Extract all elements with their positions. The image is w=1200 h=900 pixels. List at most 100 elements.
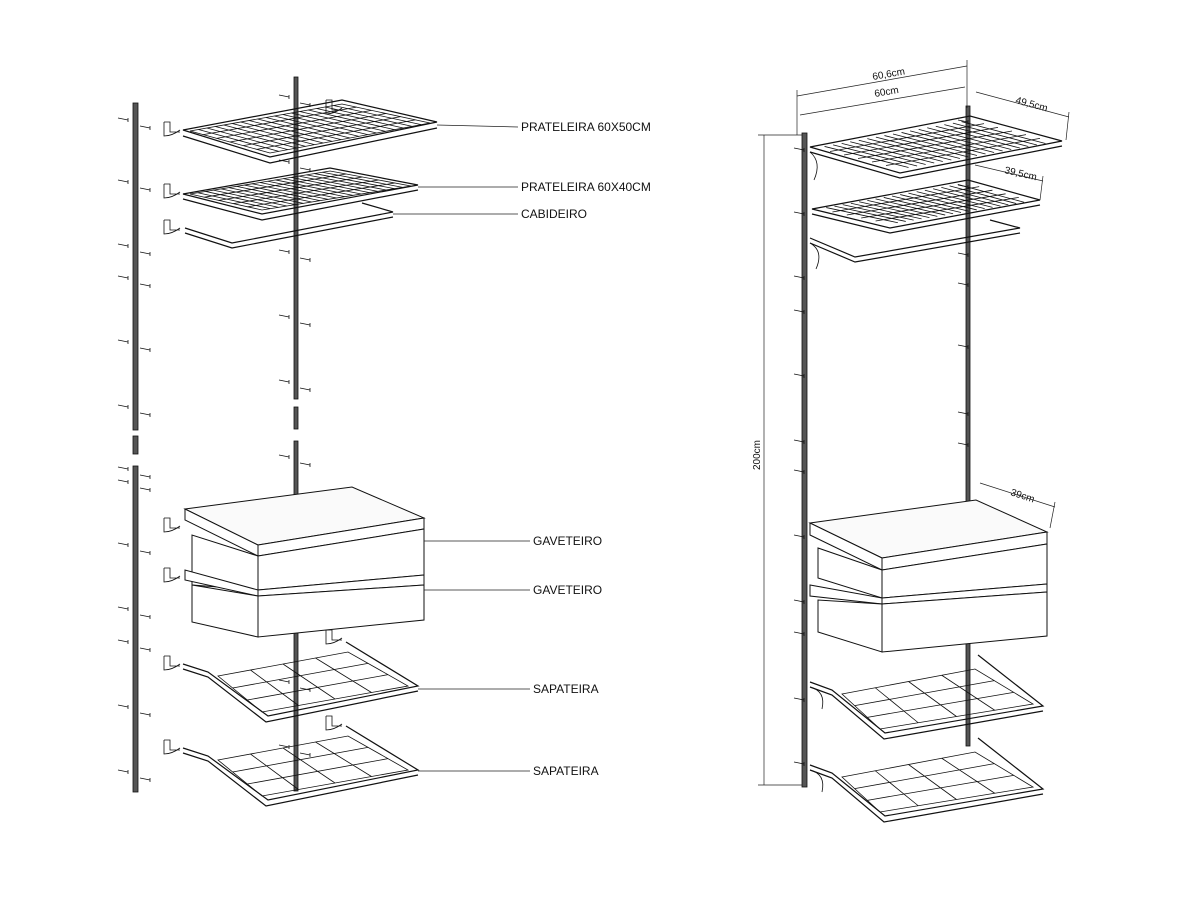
drawer-unit-2 (184, 569, 425, 638)
grid-wire (861, 193, 1006, 219)
assembled-rail-pegs (793, 119, 969, 766)
grid-wire (213, 189, 287, 207)
grid-wire (197, 192, 271, 210)
label-shelf-60x40: PRATELEIRA 60X40CM (521, 180, 651, 194)
grid-wire (315, 657, 372, 693)
grid-wire (315, 741, 372, 777)
grid-wire (941, 674, 995, 711)
grid-wire (867, 774, 1014, 801)
screw (278, 94, 290, 99)
label-drawer-1: GAVETEIRO (533, 534, 602, 548)
screw (117, 404, 129, 409)
assembled-left-rail (801, 132, 808, 788)
label-hanger-rod: CABIDEIRO (521, 207, 587, 221)
assembled-shelf-60x50 (809, 115, 1063, 181)
grid-wire (205, 191, 279, 208)
label-drawer-2: GAVETEIRO (533, 583, 602, 597)
left-wall-rail (132, 102, 139, 793)
assembled-drawers (808, 499, 1049, 653)
grid-wire (283, 178, 362, 195)
screw (139, 412, 151, 417)
screw (278, 379, 290, 384)
assembled-right-rail (965, 105, 971, 747)
assembled-shoe-rack-1 (809, 654, 1045, 740)
grid-wire (857, 130, 1013, 159)
brackets (163, 99, 343, 755)
grid-wire (842, 204, 914, 221)
grid-wire (232, 746, 369, 773)
grid-wire (885, 137, 1041, 166)
screw (299, 257, 311, 262)
screw (793, 275, 805, 280)
grid-wire (829, 123, 985, 152)
screw (117, 542, 129, 547)
screw (299, 322, 311, 327)
drawer-unit-1 (183, 486, 426, 591)
grid-wire (306, 174, 387, 191)
shoe-rack-1 (182, 641, 420, 723)
label-shelf-60x50: PRATELEIRA 60X50CM (521, 120, 651, 134)
grid-wire (834, 205, 906, 222)
grid-wire (949, 185, 1017, 204)
screw (139, 487, 151, 492)
dim-drawer-depth: 39cm (1009, 487, 1036, 505)
grid-wire (871, 134, 1027, 163)
grid-wire (908, 192, 977, 211)
grid-wire (218, 176, 363, 201)
screw (117, 117, 129, 122)
screw (139, 125, 151, 130)
assembled-hanger-rod (809, 219, 1021, 270)
screw (278, 454, 290, 459)
screw (117, 179, 129, 184)
screw (139, 777, 151, 782)
grid-wire (843, 126, 999, 156)
screw (299, 462, 311, 467)
screw (957, 344, 969, 349)
screw (299, 387, 311, 392)
assembled-shelf-60x40 (811, 179, 1041, 234)
screw (139, 187, 151, 192)
shelf-60x50 (182, 99, 438, 164)
grid-wire (252, 183, 329, 200)
assembled-view: 60,6cm 60cm 49,5cm 39,5cm 39cm 200cm (752, 60, 1070, 823)
grid-wire (875, 197, 1019, 222)
grid-wire (826, 207, 898, 224)
hanger-rod (184, 202, 394, 249)
left-rail-screws (117, 117, 151, 782)
screw (278, 679, 290, 684)
screw (299, 752, 311, 757)
grid-wire (957, 184, 1025, 203)
grid-wire (874, 770, 919, 807)
grid-wire (941, 757, 995, 794)
screw (793, 147, 805, 152)
shoe-rack-2 (182, 725, 420, 807)
grid-wire (916, 191, 985, 210)
grid-wire (859, 201, 930, 219)
grid-wire (900, 194, 969, 212)
exploded-view: PRATELEIRA 60X50CM PRATELEIRA 60X40CM CA… (117, 76, 651, 807)
grid-wire (216, 109, 372, 139)
grid-wire (229, 113, 387, 143)
screw (139, 347, 151, 352)
screw (139, 283, 151, 288)
screw (793, 373, 805, 378)
screw (139, 647, 151, 652)
grid-wire (232, 662, 369, 689)
grid-wire (883, 197, 954, 215)
grid-wire (891, 195, 962, 213)
grid-wire (247, 674, 389, 701)
grid-wire (250, 669, 299, 706)
grid-wire (221, 188, 296, 206)
screw (117, 639, 129, 644)
grid-wire (941, 186, 1009, 206)
grid-wire (244, 184, 321, 202)
dim-inner-width: 60cm (874, 85, 900, 100)
screw (117, 704, 129, 709)
grid-wire (291, 176, 370, 194)
screw (793, 534, 805, 539)
grid-wire (867, 199, 938, 217)
screw (117, 606, 129, 611)
screw (139, 712, 151, 717)
screw (793, 761, 805, 766)
